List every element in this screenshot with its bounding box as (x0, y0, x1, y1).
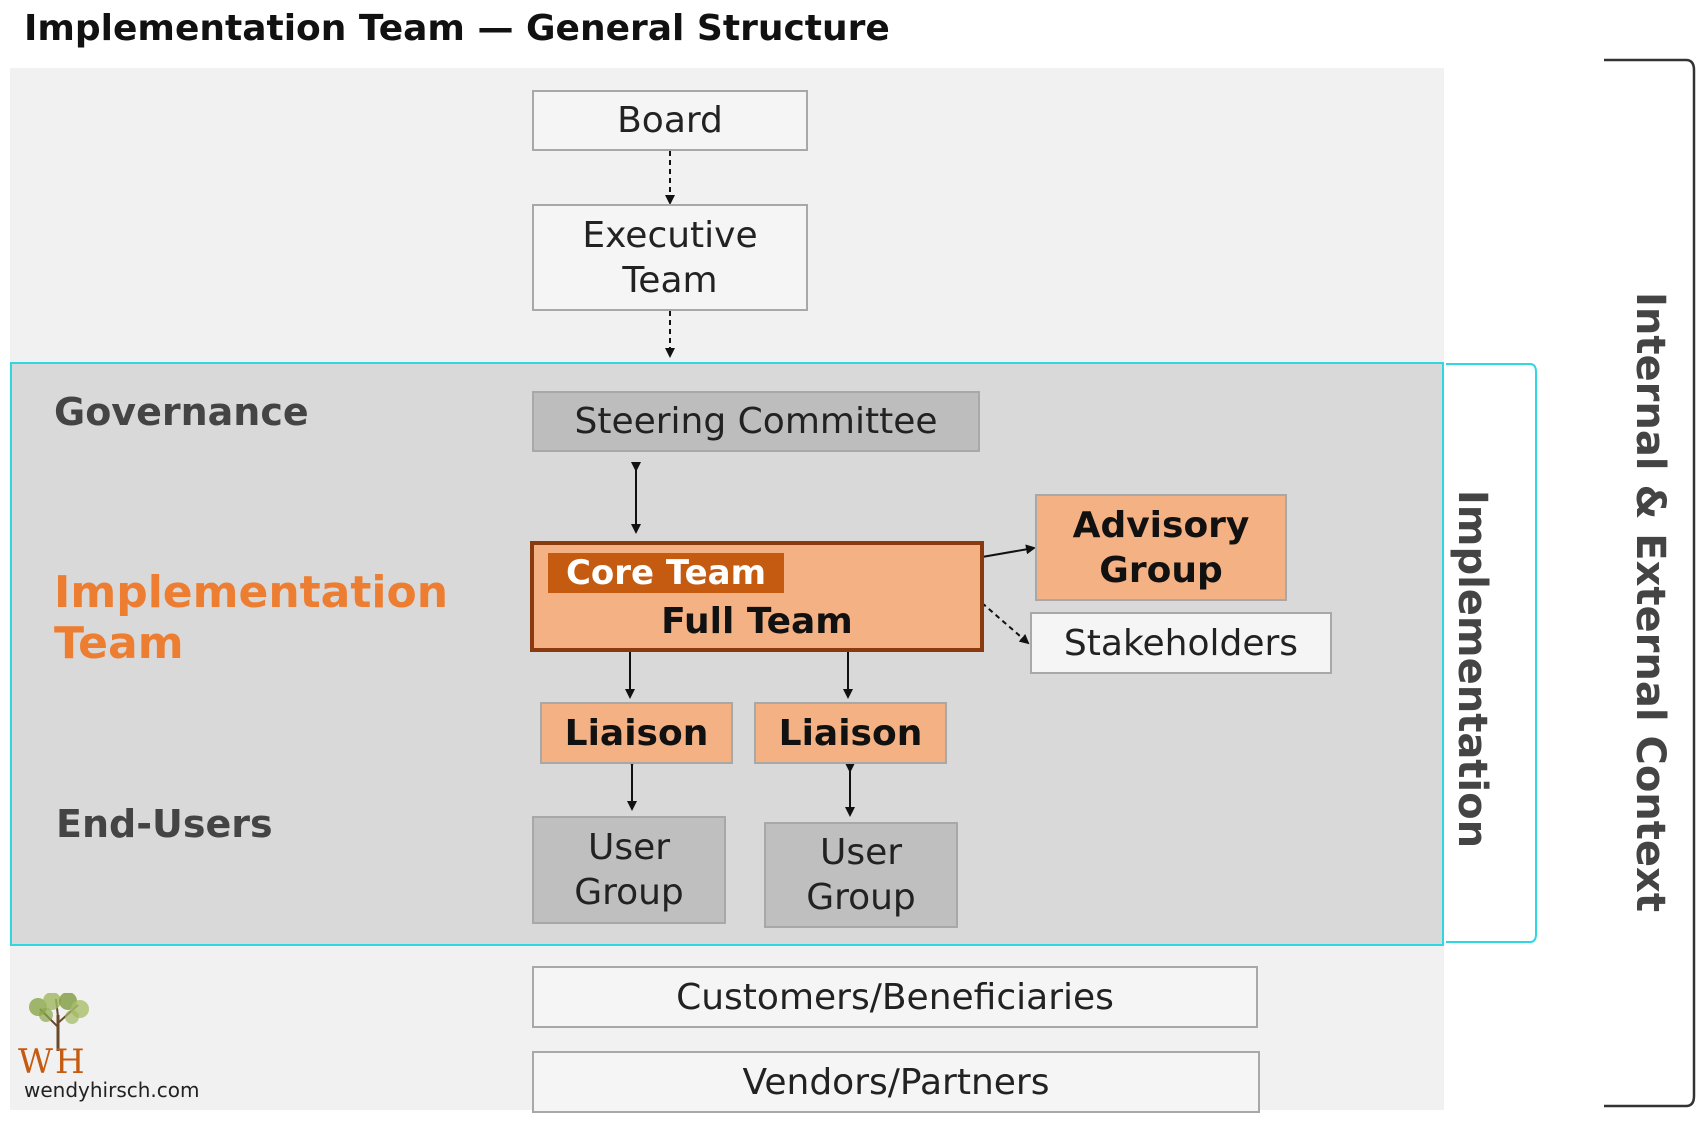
advisory-group-box: Advisory Group (1035, 494, 1287, 601)
full-team-box: Core Team Full Team (530, 541, 984, 652)
context-bracket (1604, 58, 1696, 1108)
logo-site-text: wendyhirsch.com (24, 1078, 200, 1102)
implementation-bracket (1446, 363, 1537, 943)
row-label-governance: Governance (54, 390, 309, 434)
core-team-label: Core Team (548, 553, 784, 593)
liaison-box-1: Liaison (540, 702, 733, 764)
stakeholders-box: Stakeholders (1030, 612, 1332, 674)
row-label-implementation-team: Implementation Team (54, 567, 449, 669)
tree-logo-icon (29, 993, 89, 1051)
row-label-end-users: End-Users (56, 802, 273, 846)
arrow-fullteam-stakeholders (972, 593, 1030, 645)
executive-team-box: Executive Team (532, 204, 808, 311)
user-group-box-1: User Group (532, 816, 726, 924)
context-bracket-label: Internal & External Context (1627, 292, 1673, 912)
customers-box: Customers/Beneficiaries (532, 966, 1258, 1028)
board-box: Board (532, 90, 808, 151)
liaison-box-2: Liaison (754, 702, 947, 764)
page-title: Implementation Team — General Structure (24, 8, 890, 49)
full-team-label: Full Team (661, 600, 853, 642)
implementation-bracket-label: Implementation (1449, 489, 1495, 849)
steering-committee-box: Steering Committee (532, 391, 980, 452)
arrow-fullteam-advisory (973, 544, 1036, 564)
user-group-box-2: User Group (764, 822, 958, 928)
vendors-box: Vendors/Partners (532, 1051, 1260, 1113)
logo-initials: WH (18, 1042, 87, 1082)
